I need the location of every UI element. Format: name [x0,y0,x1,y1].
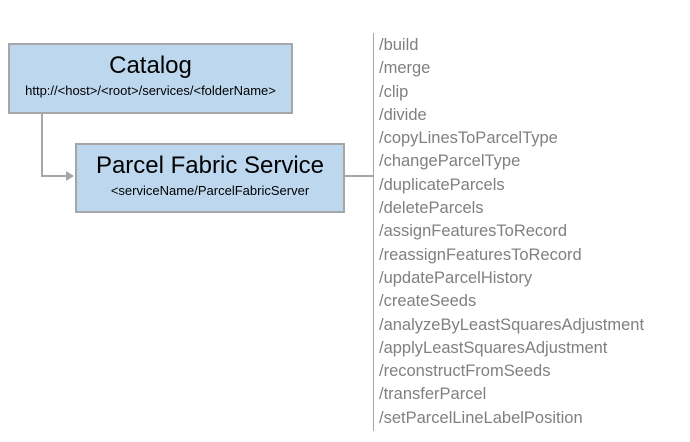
catalog-box-title: Catalog [109,52,192,79]
endpoint-list-separator-line [373,33,374,431]
endpoint-list-item: /transferParcel [379,385,487,404]
endpoint-list-item: /updateParcelHistory [379,268,533,287]
service-box-title: Parcel Fabric Service [95,152,325,179]
connector-catalog-vertical [41,114,43,177]
service-box-path: <serviceName/ParcelFabricServer [110,183,310,198]
endpoint-list-item: /setParcelLineLabelPosition [379,408,583,427]
connector-service-horizontal [345,175,373,177]
endpoint-list-item: /analyzeByLeastSquaresAdjustment [379,315,645,334]
endpoint-list-item: /reconstructFromSeeds [379,362,551,381]
endpoint-list-item: /applyLeastSquaresAdjustment [379,338,608,357]
endpoint-list-item: /build [379,36,419,54]
endpoint-list-item: /divide [379,105,427,124]
catalog-box: Catalog http://<host>/<root>/services/<f… [8,43,293,114]
endpoint-list-item: /copyLinesToParcelType [379,129,558,148]
endpoint-list-item: /createSeeds [379,292,477,311]
endpoint-list-item: /duplicateParcels [379,175,505,194]
catalog-box-url: http://<host>/<root>/services/<folderNam… [25,83,276,98]
parcel-fabric-service-box: Parcel Fabric Service <serviceName/Parce… [75,143,345,213]
endpoint-list-item: /clip [379,82,409,101]
arrow-right-icon [66,171,74,181]
endpoint-list-item: /assignFeaturesToRecord [379,222,568,241]
endpoint-list-item: /merge [379,59,431,78]
endpoint-list-item: /deleteParcels [379,199,484,218]
endpoint-list: /build /merge /clip /divide /copyLinesTo… [379,34,644,430]
endpoint-list-item: /reassignFeaturesToRecord [379,245,582,264]
endpoint-list-item: /changeParcelType [379,152,521,171]
connector-catalog-horizontal [41,175,68,177]
